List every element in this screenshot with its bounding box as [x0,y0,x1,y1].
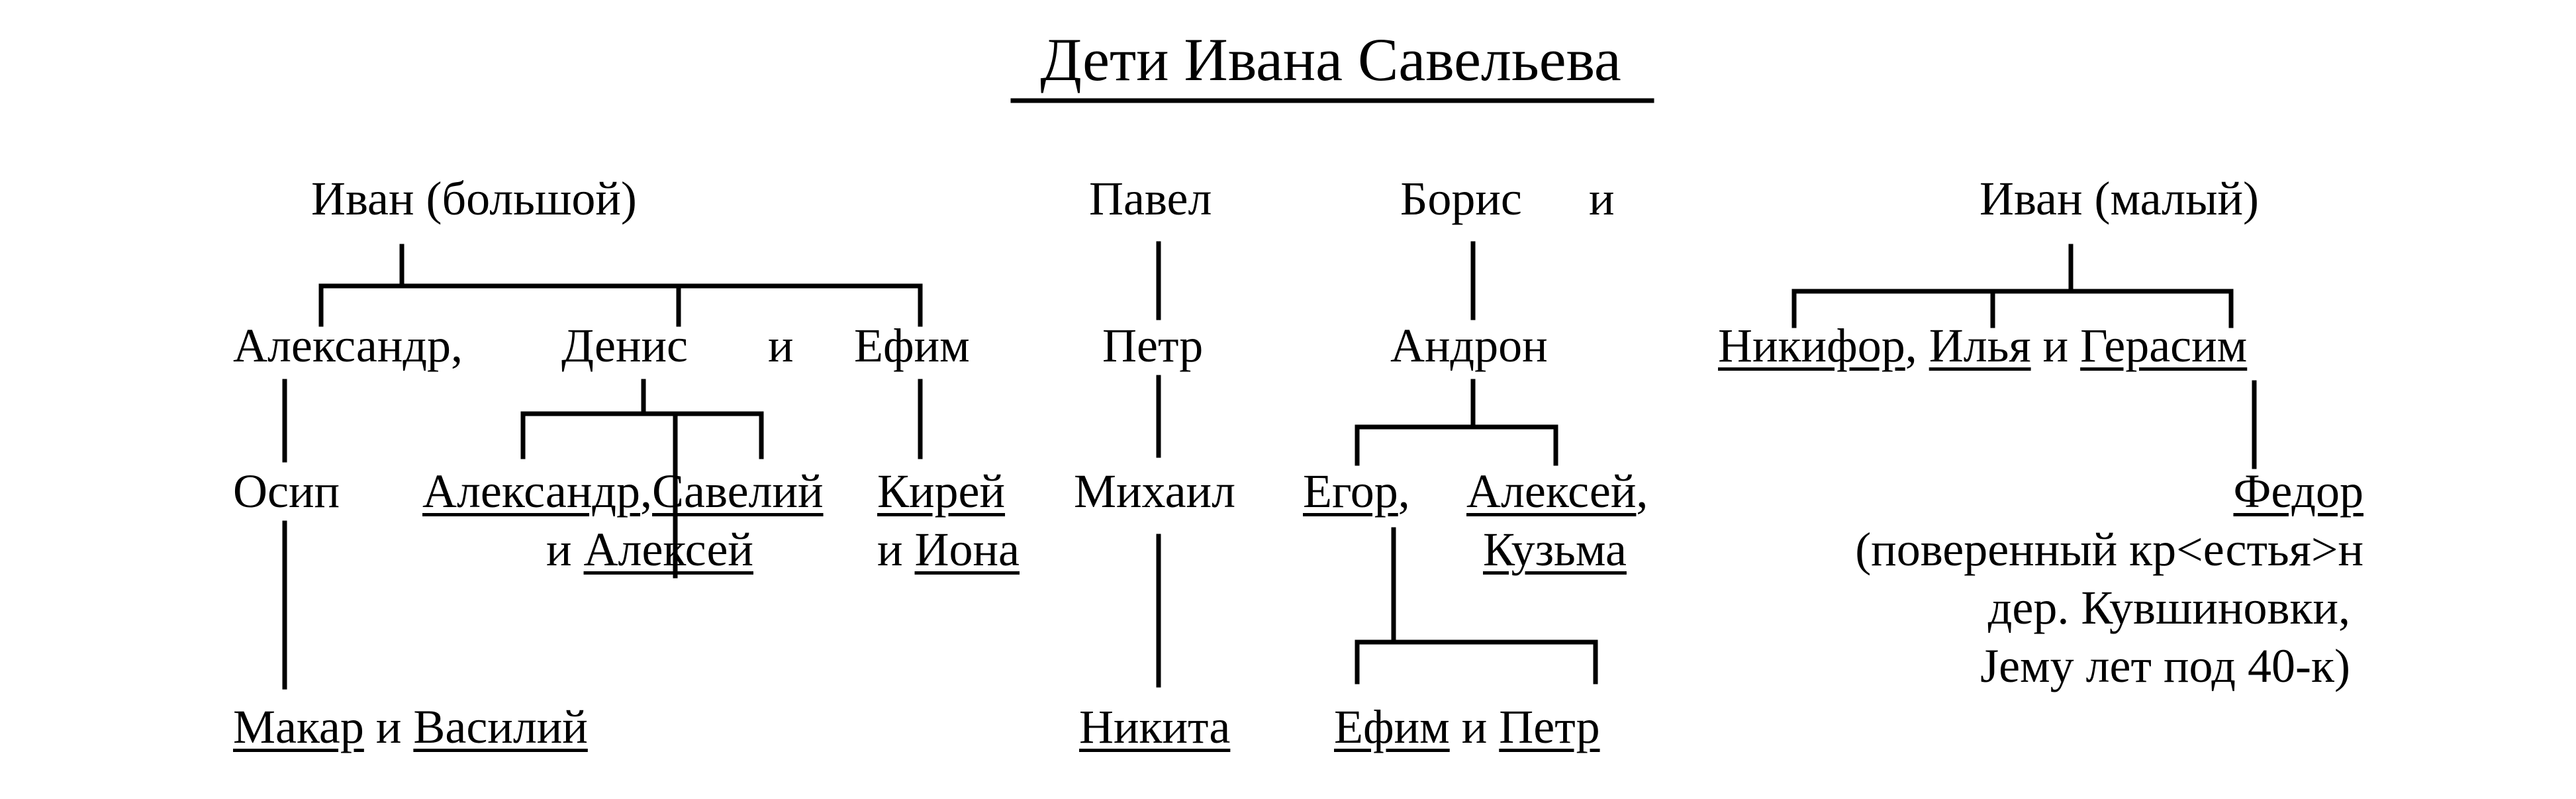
separator-comma: , [1398,465,1410,518]
node-ivan-small: Иван (малый) [1980,172,2259,225]
node-egor-sons: Ефим и Петр [1334,700,1600,753]
node-denis: Денис [561,319,688,372]
node-ivan-small-sons: Никифор, Илья и Герасим [1718,319,2247,372]
name-b-efim: Ефим [1334,700,1450,753]
conj: и [375,700,402,753]
fedor-note-line2: дер. Кувшиновки, [1987,581,2350,634]
node-pavel: Павел [1089,172,1212,225]
node-iona: и Иона [877,523,1020,576]
conj: и [546,523,572,576]
node-aleksandr: Александр, [233,319,463,372]
node-fedor: Федор [2019,465,2363,518]
name-egor: Егор [1303,465,1398,518]
fedor-note-line3: Јему лет под 40-к) [1980,639,2350,692]
separator-comma: , [1636,465,1648,518]
name-makar: Макар [233,700,364,753]
name-d-aleksey: Алексей [583,523,753,576]
node-nikita: Никита [1079,700,1230,753]
node-osip: Осип [233,465,340,518]
separator-comma: , [1905,319,1917,372]
name-nikifor: Никифор [1718,319,1905,372]
name-iona: Иона [914,523,1020,576]
name-vasiliy: Василий [413,700,588,753]
name-gerasim: Герасим [2080,319,2248,372]
node-kirey: Кирей [877,465,1005,518]
node-kuzma: Кузьма [1483,523,1627,576]
node-ivan-big: Иван (большой) [311,172,637,225]
separator-comma: , [451,319,463,372]
page-title: Дети Ивана Савельева [1040,26,1621,93]
name-b-petr: Петр [1499,700,1600,753]
conj: и [877,523,903,576]
node-mikhail: Михаил [1074,465,1236,518]
name-aleksandr: Александр [233,319,452,372]
conj: и [2042,319,2069,372]
name-nikita: Никита [1079,700,1231,753]
name-kirey: Кирей [877,465,1006,518]
name-kuzma: Кузьма [1483,523,1627,576]
separator-comma: , [640,465,653,518]
name-aleksey: Алексей [1466,465,1637,518]
node-denis-sons-line1: Александр,Савелий [422,465,824,518]
fedor-note-line1: (поверенный кр<естья>н [1855,523,2363,576]
node-boris: Борис [1400,172,1522,225]
node-aleksey: Алексей, [1466,465,1648,518]
conj-boris: и [1589,172,1615,225]
name-d-saveliy: Савелий [652,465,824,518]
name-ilya: Илья [1929,319,2031,372]
node-andron: Андрон [1390,319,1548,372]
name-fedor: Федор [2233,465,2363,518]
node-osip-sons: Макар и Василий [233,700,588,753]
conj: и [1461,700,1488,753]
node-egor: Егор, [1303,465,1410,518]
node-denis-sons-line2: и Алексей [546,523,753,576]
name-d-aleksandr: Александр [422,465,641,518]
node-efim: Ефим [854,319,970,372]
conj-denis-efim: и [768,319,794,372]
node-petr: Петр [1102,319,1204,372]
